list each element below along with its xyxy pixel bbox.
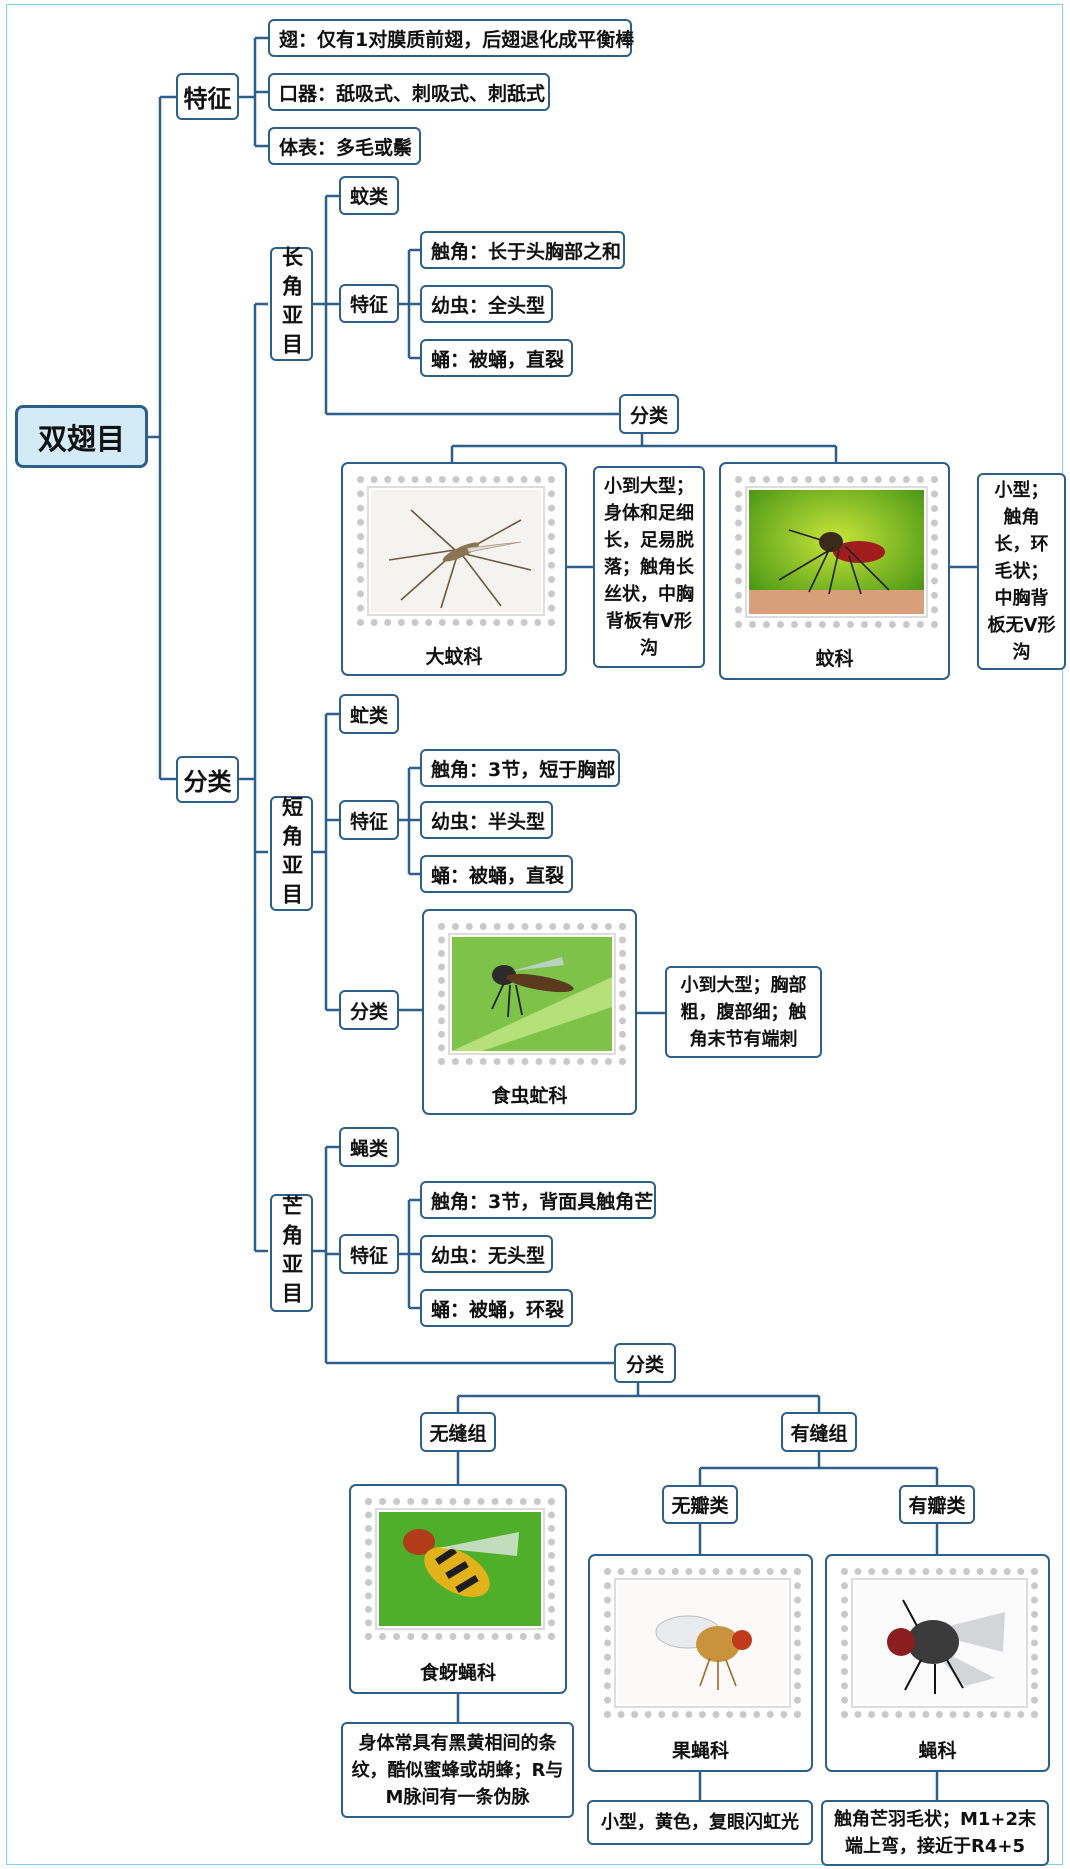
family-name-muscidae: 蝇科 bbox=[918, 1740, 957, 1762]
line-brachycera bbox=[313, 712, 339, 1012]
family-card-muscidae[interactable]: 蝇科 bbox=[825, 1554, 1050, 1772]
suborder-brachycera[interactable]: 短角亚目 bbox=[270, 795, 313, 912]
family-desc-syrphidae[interactable]: 身体常具有黑黄相间的条纹，酷似蜜蜂或胡蜂；R与M脉间有一条伪脉 bbox=[341, 1722, 574, 1818]
stamp-frame bbox=[357, 476, 555, 626]
suborder-brachycera-label: 短角亚目 bbox=[279, 795, 304, 912]
nematocera-features-node[interactable]: 特征 bbox=[339, 284, 399, 323]
group-flies[interactable]: 蝇类 bbox=[339, 1127, 399, 1167]
brachycera-classify-node[interactable]: 分类 bbox=[339, 990, 399, 1030]
nematocera-classify-node[interactable]: 分类 bbox=[619, 394, 679, 434]
family-desc-drosophilidae[interactable]: 小型，黄色，复眼闪虹光 bbox=[587, 1800, 813, 1845]
cyclorrhapha-pupa[interactable]: 蛹：被蛹，环裂 bbox=[420, 1289, 573, 1327]
acalyptratae-node[interactable]: 无瓣类 bbox=[662, 1485, 738, 1524]
nematocera-pupa[interactable]: 蛹：被蛹，直裂 bbox=[420, 339, 573, 377]
stamp-frame bbox=[604, 1568, 801, 1718]
family-card-culicidae[interactable]: 蚊科 bbox=[719, 462, 950, 680]
stamp-frame bbox=[365, 1498, 555, 1640]
line-classification bbox=[239, 302, 268, 1253]
house-fly-photo-icon bbox=[855, 1582, 1024, 1704]
calyptratae-node[interactable]: 有瓣类 bbox=[899, 1485, 975, 1524]
line-cyclo-features bbox=[399, 1198, 420, 1310]
line-cyclorrhapha bbox=[313, 1145, 614, 1365]
stamp-frame bbox=[438, 923, 626, 1065]
group-mosquitoes[interactable]: 蚊类 bbox=[339, 176, 399, 215]
hoverfly-photo-icon bbox=[379, 1512, 541, 1626]
line-nematocera bbox=[313, 194, 619, 416]
fruit-fly-photo-icon bbox=[618, 1582, 787, 1704]
family-desc-tipulidae[interactable]: 小到大型；身体和足细长，足易脱落；触角长丝状，中胸背板有V形沟 bbox=[593, 466, 705, 668]
nematocera-larva[interactable]: 幼虫：全头型 bbox=[420, 285, 553, 323]
cyclorrhapha-features-node[interactable]: 特征 bbox=[339, 1234, 399, 1274]
family-desc-culicidae[interactable]: 小型；触角长，环毛状；中胸背板无V形沟 bbox=[977, 473, 1066, 670]
family-desc-muscidae[interactable]: 触角芒羽毛状；M1+2末端上弯，接近于R4+5 bbox=[821, 1800, 1049, 1866]
suborder-nematocera[interactable]: 长角亚目 bbox=[270, 246, 313, 362]
line-features bbox=[239, 36, 268, 148]
family-card-tipulidae[interactable]: 大蚊科 bbox=[341, 462, 567, 676]
brachycera-features-node[interactable]: 特征 bbox=[339, 800, 399, 840]
feature-body-surface[interactable]: 体表：多毛或鬃 bbox=[268, 127, 421, 165]
mosquito-photo-icon bbox=[749, 490, 924, 614]
schizophora-node[interactable]: 有缝组 bbox=[781, 1412, 857, 1452]
suborder-nematocera-label: 长角亚目 bbox=[279, 246, 304, 362]
line-nema-features bbox=[399, 248, 420, 360]
feature-mouthparts[interactable]: 口器：舐吸式、刺吸式、刺舐式 bbox=[268, 73, 550, 111]
brachycera-antenna[interactable]: 触角：3节，短于胸部 bbox=[420, 749, 620, 787]
family-name-asilidae: 食虫虻科 bbox=[491, 1085, 568, 1107]
cyclorrhapha-antenna[interactable]: 触角：3节，背面具触角芒 bbox=[420, 1181, 656, 1219]
family-name-syrphidae: 食蚜蝇科 bbox=[419, 1662, 496, 1684]
family-card-syrphidae[interactable]: 食蚜蝇科 bbox=[349, 1484, 567, 1694]
stamp-frame bbox=[735, 476, 938, 628]
line-cyclo-classify bbox=[456, 1383, 821, 1412]
line-root bbox=[148, 95, 176, 781]
family-desc-asilidae[interactable]: 小到大型；胸部粗，腹部细；触角末节有端刺 bbox=[665, 966, 822, 1058]
nematocera-antenna[interactable]: 触角：长于头胸部之和 bbox=[420, 231, 625, 269]
stamp-frame bbox=[841, 1568, 1038, 1718]
suborder-cyclorrhapha[interactable]: 芒角亚目 bbox=[270, 1194, 313, 1312]
line-brachy-classify bbox=[399, 1008, 665, 1015]
root-node[interactable]: 双翅目 bbox=[15, 405, 148, 468]
crane-fly-photo-icon bbox=[371, 490, 541, 612]
diagram-frame bbox=[6, 4, 1063, 1865]
cyclorrhapha-classify-node[interactable]: 分类 bbox=[614, 1343, 676, 1383]
cyclorrhapha-larva[interactable]: 幼虫：无头型 bbox=[420, 1235, 553, 1273]
family-card-drosophilidae[interactable]: 果蝇科 bbox=[588, 1554, 813, 1772]
family-name-culicidae: 蚊科 bbox=[815, 648, 854, 670]
line-nema-classify bbox=[450, 434, 977, 569]
family-card-asilidae[interactable]: 食虫虻科 bbox=[422, 909, 637, 1115]
aschiza-node[interactable]: 无缝组 bbox=[420, 1412, 496, 1452]
family-name-drosophilidae: 果蝇科 bbox=[671, 1740, 729, 1762]
line-brachy-features bbox=[399, 766, 420, 876]
classification-node[interactable]: 分类 bbox=[176, 756, 239, 803]
brachycera-pupa[interactable]: 蛹：被蛹，直裂 bbox=[420, 855, 573, 893]
group-horseflies[interactable]: 虻类 bbox=[339, 694, 399, 734]
suborder-cyclorrhapha-label: 芒角亚目 bbox=[279, 1195, 304, 1311]
family-name-tipulidae: 大蚊科 bbox=[425, 646, 483, 668]
brachycera-larva[interactable]: 幼虫：半头型 bbox=[420, 801, 553, 839]
robber-fly-photo-icon bbox=[452, 937, 612, 1051]
line-schizophora bbox=[698, 1452, 939, 1800]
feature-wing[interactable]: 翅：仅有1对膜质前翅，后翅退化成平衡棒 bbox=[268, 19, 634, 57]
features-node[interactable]: 特征 bbox=[176, 73, 239, 120]
